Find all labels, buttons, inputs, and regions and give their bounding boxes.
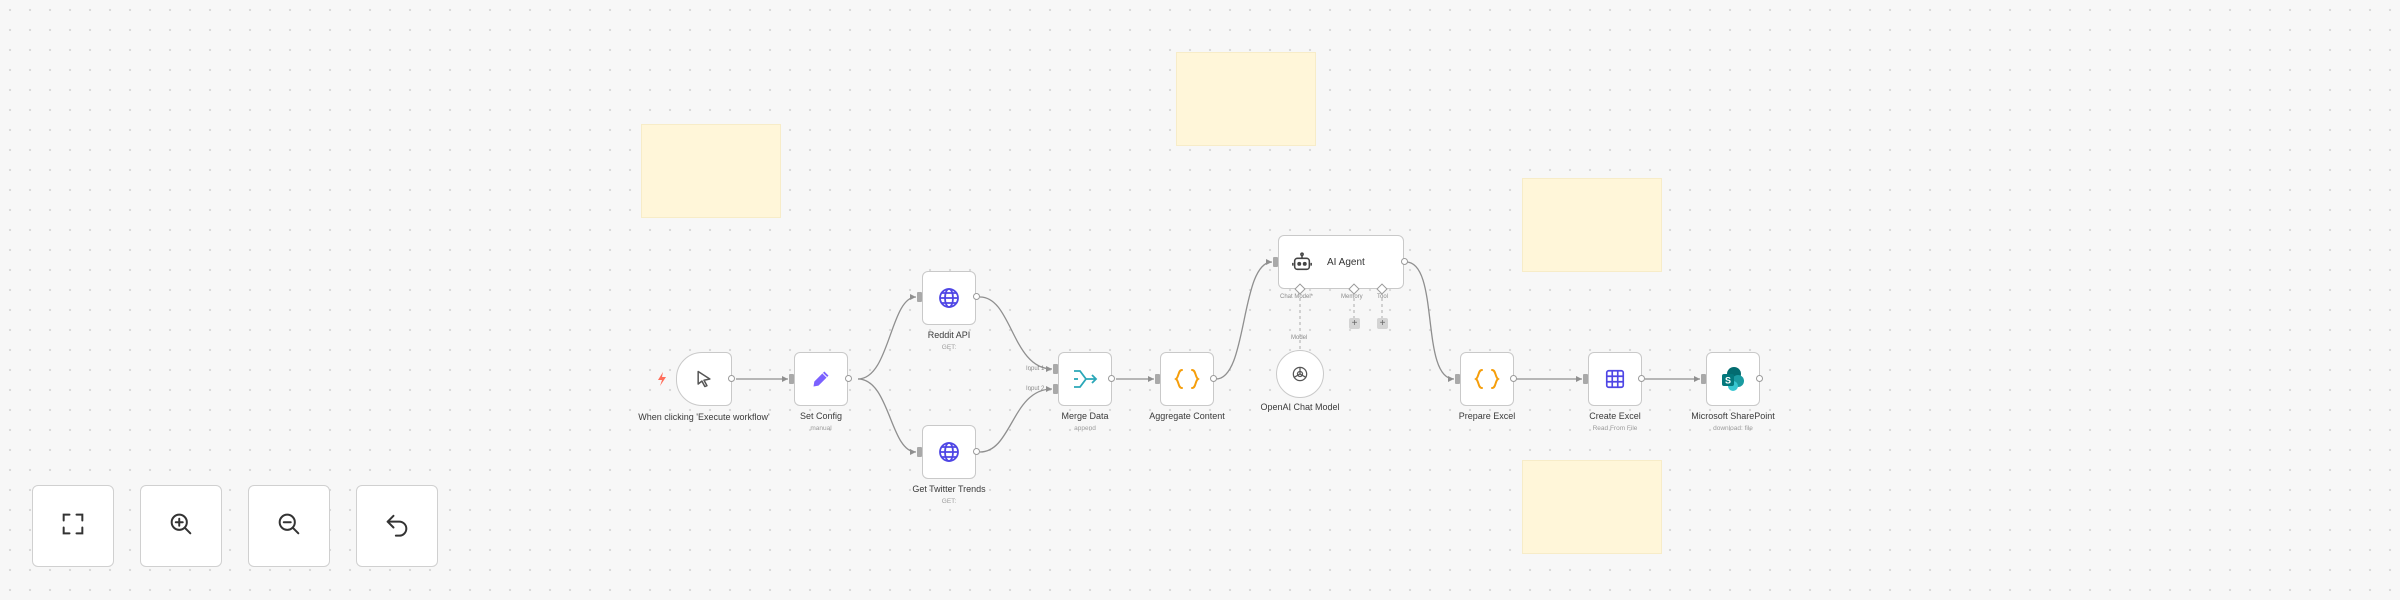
input-port[interactable] <box>1053 384 1058 394</box>
input-port[interactable] <box>1455 374 1460 384</box>
node-microsoft-sharepoint[interactable]: S <box>1706 352 1760 406</box>
sharepoint-icon: S <box>1720 366 1746 392</box>
node-label: Create Excel <box>1589 411 1641 421</box>
node-manual-trigger[interactable] <box>676 352 732 406</box>
arrowhead <box>910 294 916 300</box>
arrowhead <box>1046 366 1052 372</box>
trigger-bolt-icon <box>657 372 667 386</box>
node-openai-chat-model[interactable] <box>1276 350 1324 398</box>
node-label: Microsoft SharePoint <box>1691 411 1775 421</box>
node-aggregate-content[interactable] <box>1160 352 1214 406</box>
input-port[interactable] <box>917 292 922 302</box>
braces-icon <box>1474 368 1500 390</box>
arrowhead <box>782 376 788 382</box>
node-label: Merge Data <box>1061 411 1109 421</box>
globe-icon <box>937 286 961 310</box>
port-label: Chat Model* <box>1280 294 1314 300</box>
zoom-out-icon <box>275 510 303 543</box>
input-port[interactable] <box>917 447 922 457</box>
arrowhead <box>1448 376 1454 382</box>
output-port[interactable] <box>1756 375 1763 382</box>
input-label: Input 2 <box>1026 386 1045 392</box>
fit-view-button[interactable] <box>32 485 114 567</box>
input-port[interactable] <box>789 374 794 384</box>
node-label: Aggregate Content <box>1149 411 1225 421</box>
output-port[interactable] <box>845 375 852 382</box>
node-create-excel[interactable] <box>1588 352 1642 406</box>
cursor-icon <box>694 369 714 389</box>
sticky-note[interactable] <box>1522 178 1662 272</box>
arrowhead <box>1148 376 1154 382</box>
openai-icon <box>1290 364 1310 384</box>
input-port[interactable] <box>1155 374 1160 384</box>
output-port[interactable] <box>973 448 980 455</box>
node-label: Reddit API <box>927 330 971 340</box>
node-label: Get Twitter Trends <box>912 484 986 494</box>
node-ai-agent[interactable]: AI Agent <box>1278 235 1404 289</box>
undo-icon <box>383 510 411 543</box>
node-set-config[interactable] <box>794 352 848 406</box>
output-port[interactable] <box>1510 375 1517 382</box>
sticky-note[interactable] <box>1176 52 1316 146</box>
svg-text:S: S <box>1725 376 1731 386</box>
arrowhead <box>910 449 916 455</box>
connection <box>1405 261 1455 380</box>
sticky-note[interactable] <box>641 124 781 218</box>
pencil-icon <box>811 369 831 389</box>
zoom-in-button[interactable] <box>140 485 222 567</box>
input-port[interactable] <box>1273 257 1278 267</box>
port-label: Memory <box>1341 294 1363 300</box>
port-label: Model <box>1291 335 1308 341</box>
node-label: AI Agent <box>1327 256 1365 268</box>
add-memory-button[interactable]: + <box>1349 318 1360 329</box>
input-port[interactable] <box>1701 374 1706 384</box>
node-subtitle: manual <box>810 425 832 432</box>
connection <box>1215 261 1273 380</box>
node-subtitle: GET: <box>941 498 957 505</box>
reset-zoom-button[interactable] <box>356 485 438 567</box>
zoom-out-button[interactable] <box>248 485 330 567</box>
node-reddit-api[interactable] <box>922 271 976 325</box>
arrowhead <box>1046 386 1052 392</box>
node-label: OpenAI Chat Model <box>1260 402 1340 412</box>
arrowhead <box>1694 376 1700 382</box>
output-port[interactable] <box>973 293 980 300</box>
node-label: Prepare Excel <box>1458 411 1516 421</box>
node-subtitle: Read From File <box>1592 425 1638 432</box>
output-port[interactable] <box>1210 375 1217 382</box>
braces-icon <box>1174 368 1200 390</box>
zoom-in-icon <box>167 510 195 543</box>
fit-view-icon <box>59 510 87 543</box>
input-label: Input 1 <box>1026 366 1045 372</box>
node-get-twitter-trends[interactable] <box>922 425 976 479</box>
table-icon <box>1604 368 1626 390</box>
node-label: When clicking 'Execute workflow' <box>638 412 770 422</box>
node-subtitle: append <box>1074 425 1096 432</box>
node-label: Set Config <box>799 411 843 421</box>
node-subtitle: download: file <box>1713 425 1753 432</box>
port-label: Tool <box>1377 294 1389 300</box>
output-port[interactable] <box>1108 375 1115 382</box>
output-port[interactable] <box>1638 375 1645 382</box>
merge-icon <box>1072 368 1098 390</box>
input-port[interactable] <box>1583 374 1588 384</box>
sticky-note[interactable] <box>1522 460 1662 554</box>
node-prepare-excel[interactable] <box>1460 352 1514 406</box>
input-port[interactable] <box>1053 364 1058 374</box>
output-port[interactable] <box>728 375 735 382</box>
node-subtitle: GET: <box>941 344 957 351</box>
output-port[interactable] <box>1401 258 1408 265</box>
add-tool-button[interactable]: + <box>1377 318 1388 329</box>
node-merge-data[interactable] <box>1058 352 1112 406</box>
globe-icon <box>937 440 961 464</box>
robot-icon <box>1291 251 1313 273</box>
arrowhead <box>1266 259 1272 265</box>
arrowhead <box>1576 376 1582 382</box>
